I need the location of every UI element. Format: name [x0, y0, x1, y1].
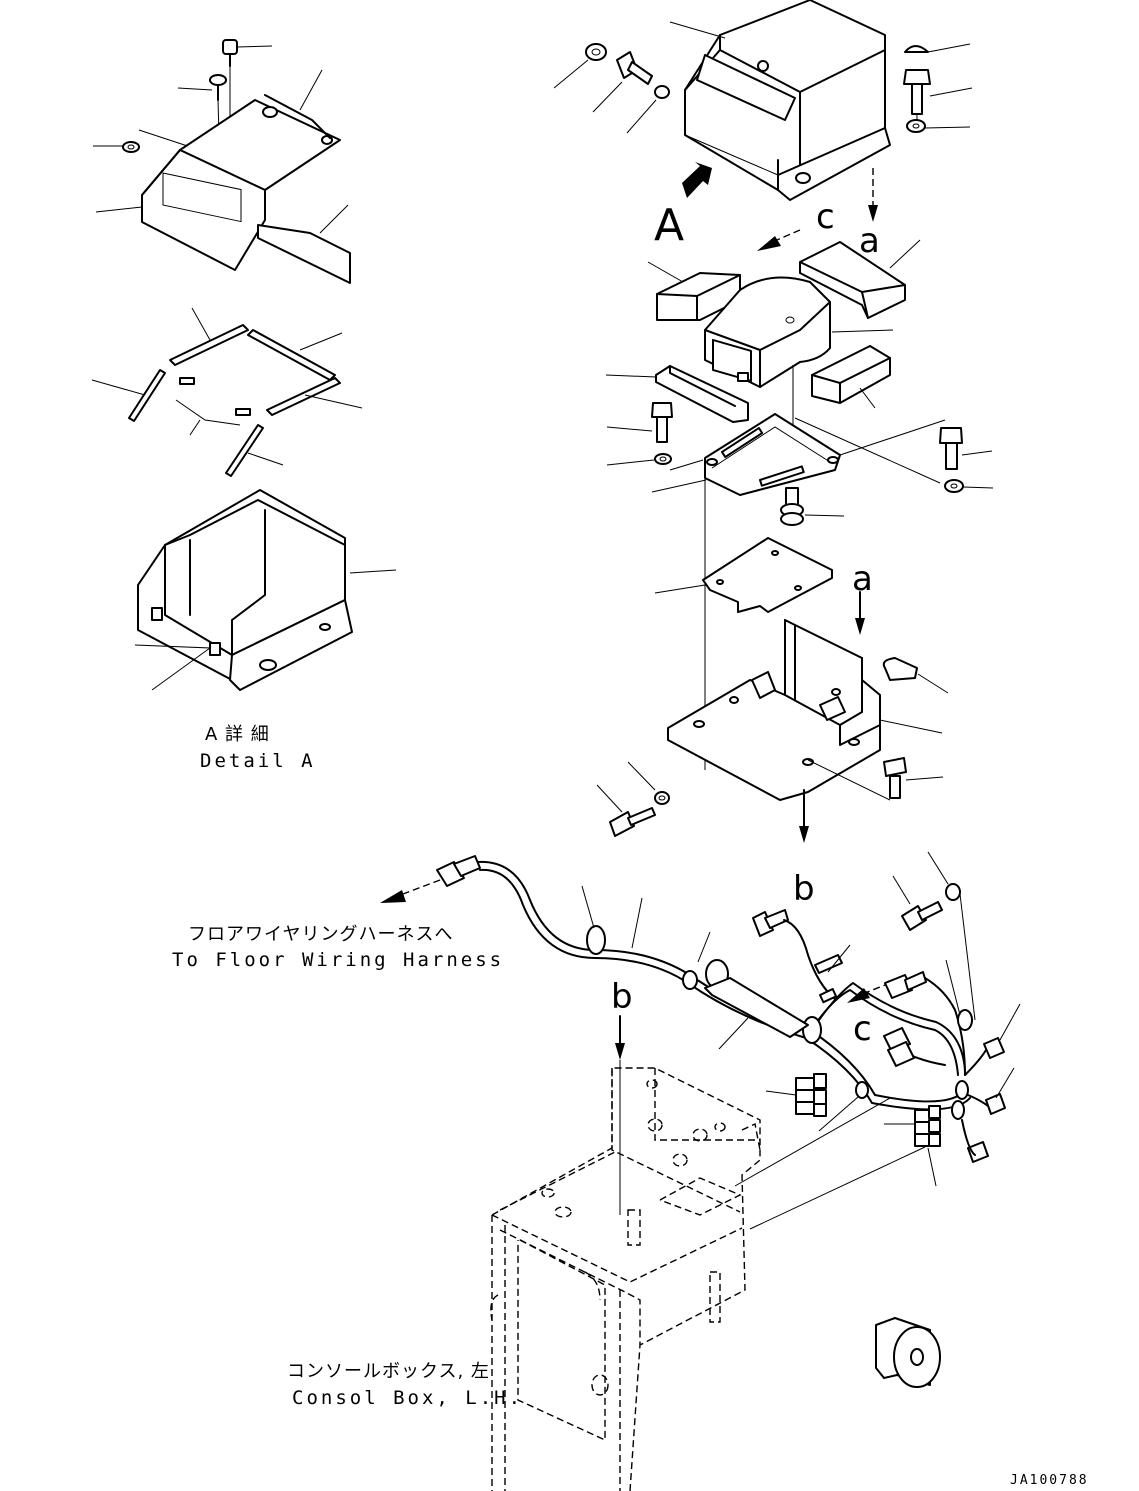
arrow-down-icon: [615, 1043, 625, 1060]
foam-block-left: [647, 261, 741, 321]
harness-plug: [752, 909, 851, 1004]
tape-roll: [875, 1317, 941, 1388]
arrow-label-c-low: c: [853, 1009, 872, 1049]
top-right-washer: [906, 114, 971, 133]
detail-title-jp: A 詳 細: [205, 724, 270, 745]
top-flange-bolt: [592, 51, 653, 113]
detail-cover: [95, 69, 341, 271]
arrow-left-icon: [847, 988, 870, 1003]
top-cover-assembly: A a c: [553, 0, 973, 261]
detail-label-sheet: [257, 204, 351, 284]
detail-a-bracket-group: [134, 489, 397, 691]
detail-a-cover-group: [93, 39, 351, 284]
stud-spacer: [780, 487, 845, 526]
controller-cover: [669, 0, 891, 201]
harness-bolt: [892, 875, 943, 931]
wiring-harness: c: [172, 851, 1021, 1215]
harness-washer: [927, 851, 976, 1021]
harness-connector: [436, 855, 481, 887]
foam-block-right: [811, 345, 891, 409]
detail-screw: [177, 66, 231, 171]
connector-stack-left: [765, 1073, 859, 1132]
base-left-washer: [627, 761, 670, 805]
harness-note-jp: フロアワイヤリングハーネスへ: [188, 924, 453, 945]
foam-block-top: [799, 239, 921, 319]
harness-note-en: To Floor Wiring Harness: [172, 949, 504, 971]
mid-left-washer: [606, 453, 672, 466]
detail-a-gasket-group: [91, 307, 363, 477]
arrow-label-c-top: c: [816, 197, 835, 237]
top-washer: [585, 43, 607, 61]
top-right-bolt: [903, 69, 973, 115]
base-bracket: [667, 619, 943, 801]
arrow-down-icon: [855, 618, 865, 635]
harness-connectors-right: [883, 959, 1021, 1163]
mid-left-bolt: [606, 402, 673, 443]
top-cap: [904, 43, 971, 53]
arrow-label-b-mid: b: [793, 869, 815, 909]
detail-washer: [93, 129, 231, 161]
connector-stack-right: [884, 1105, 941, 1187]
arrow-left-icon: [757, 236, 781, 251]
controller-unit-assembly: a: [605, 239, 994, 770]
arrow-down-icon: [799, 826, 809, 843]
arrow-label-a-top: a: [859, 221, 880, 261]
top-small-washer: [654, 85, 670, 99]
base-bracket-assembly: b: [596, 619, 949, 909]
u-clip: [882, 657, 949, 694]
controller-unit: [704, 276, 894, 475]
base-right-bolt: [883, 757, 944, 799]
arrow-label-a-mid: a: [852, 559, 873, 599]
view-arrow-icon: [682, 162, 712, 198]
harness-clamp: [802, 1016, 822, 1044]
harness-clamp: [586, 925, 606, 955]
mounting-rail: [605, 365, 749, 423]
view-marker: A: [654, 200, 684, 251]
detail-bolt: [222, 39, 273, 67]
detail-title-en: Detail A: [200, 750, 316, 772]
arrow-label-b-low: b: [611, 977, 633, 1017]
console-note-en: Consol Box, L.H.: [292, 1387, 523, 1409]
insulator-sheet: [654, 537, 833, 613]
arrow-down-icon: [868, 205, 878, 222]
mid-right-washer: [944, 479, 994, 493]
mid-right-bolt: [939, 427, 993, 470]
drawing-code: JA100788: [1010, 1473, 1089, 1488]
base-left-bolt: [596, 784, 656, 837]
protector-sleeve: [704, 977, 809, 1050]
arrow-left-icon: [380, 890, 406, 903]
console-note-jp: コンソールボックス, 左: [287, 1361, 490, 1382]
console-box: コンソールボックス, 左 Consol Box, L.H.: [287, 1067, 926, 1491]
mounting-plate: [651, 413, 946, 770]
